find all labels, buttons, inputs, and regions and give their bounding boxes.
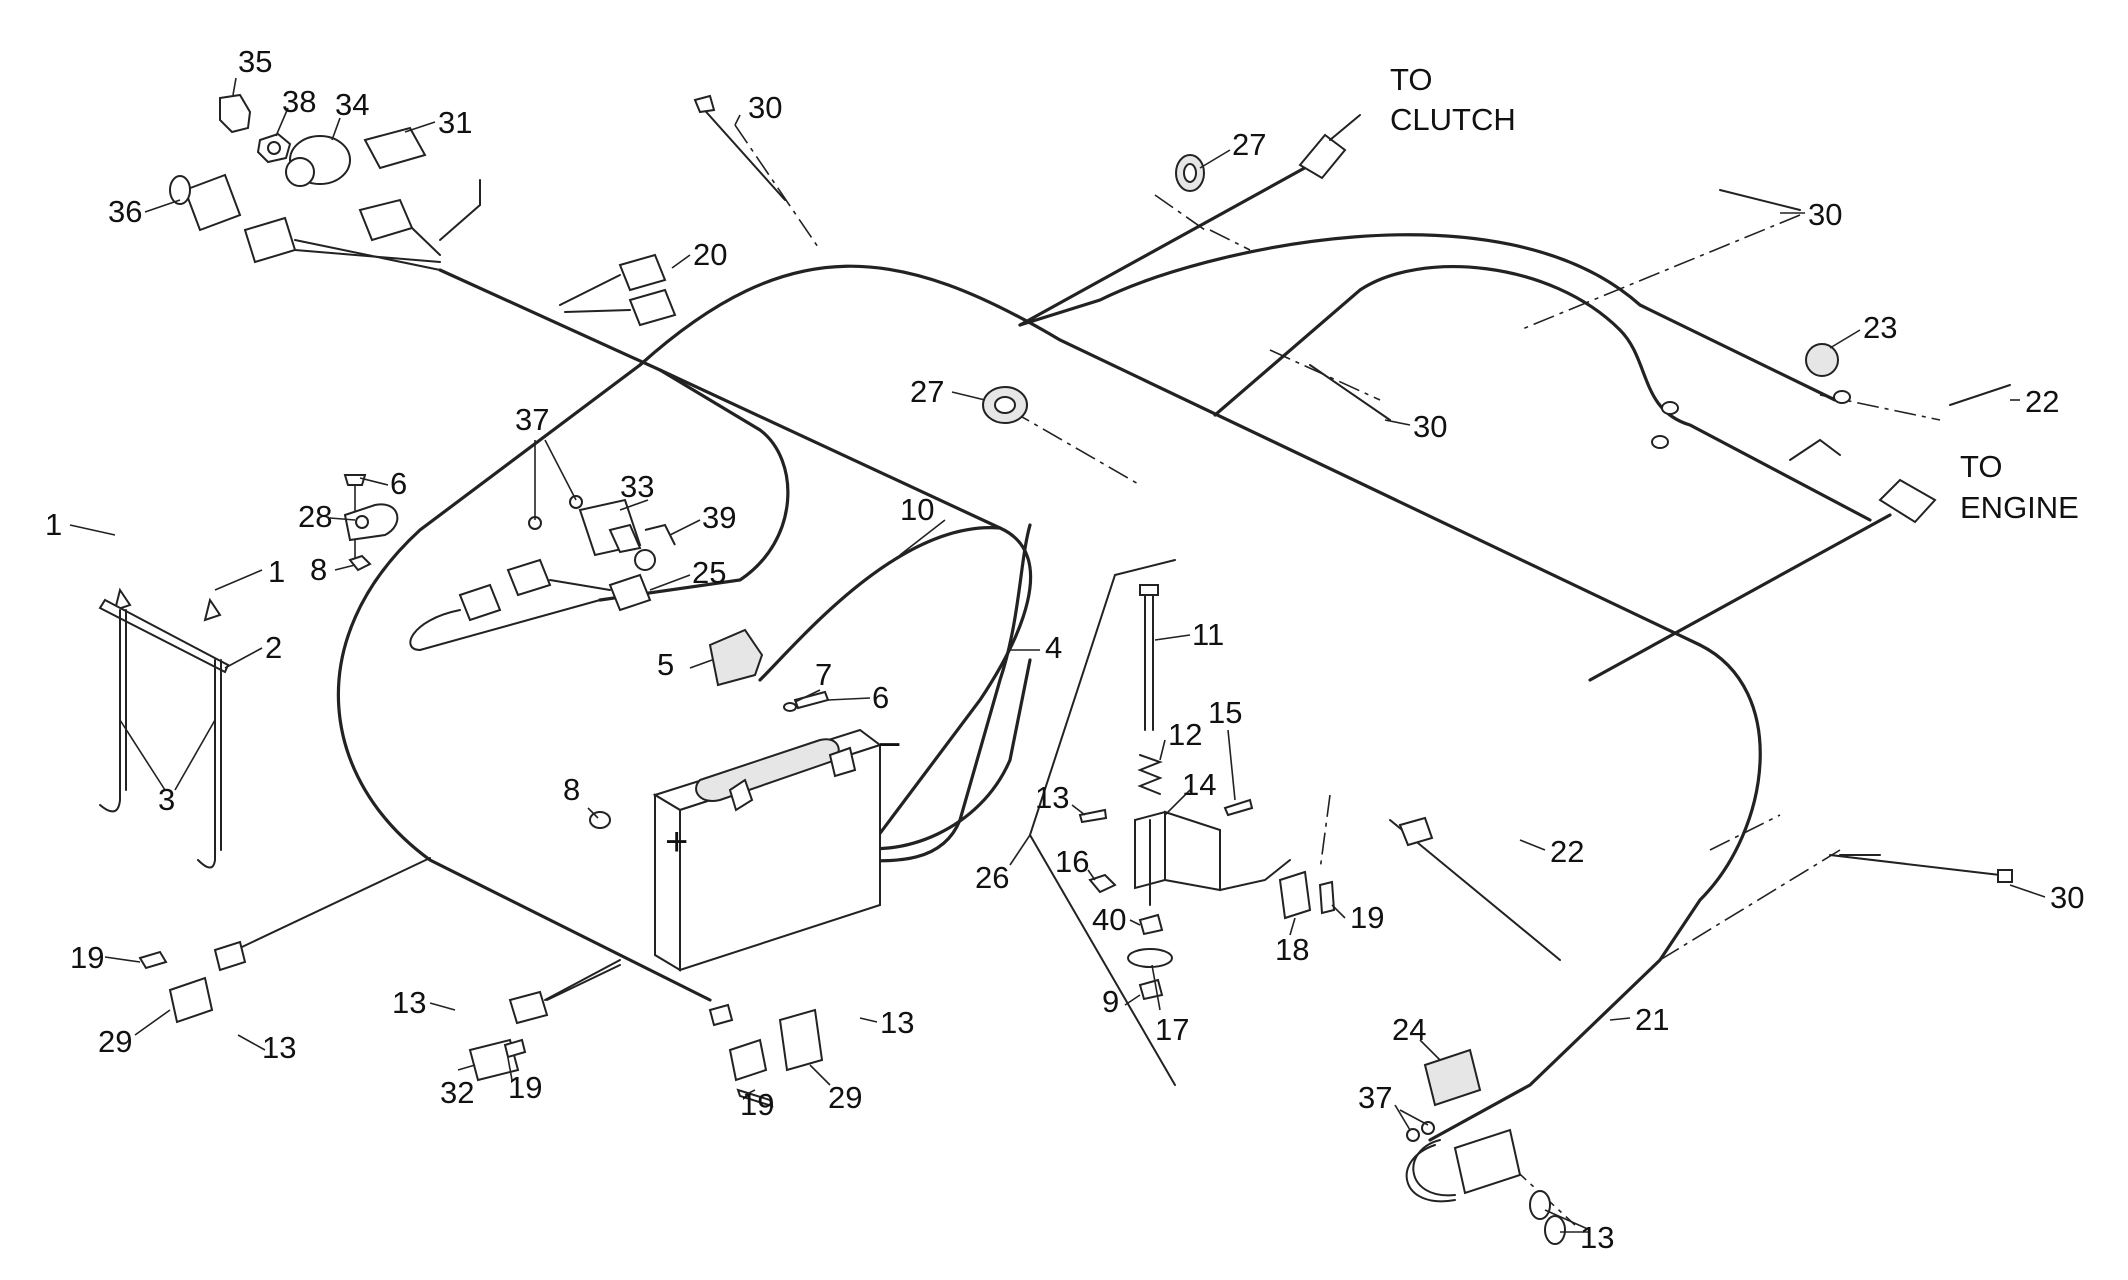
callout-37-b: 37 [1358,1080,1392,1115]
mounting-plate-outline [1028,559,1176,1086]
to-engine-label-line2: ENGINE [1960,490,2079,525]
callout-12: 12 [1168,717,1202,752]
callout-20: 20 [693,237,727,272]
callout-39: 39 [702,500,736,535]
callout-30-c: 30 [1413,409,1447,444]
to-clutch-label-line2: CLUTCH [1390,102,1516,137]
callout-34: 34 [335,87,369,122]
callout-19-d: 19 [740,1087,774,1122]
battery-negative-sign: − [878,723,901,767]
main-harness [224,163,1892,1142]
callout-1-a: 1 [45,507,62,542]
callout-18: 18 [1275,932,1309,967]
callout-19-b: 19 [70,940,104,975]
callout-30-b: 30 [1808,197,1842,232]
callout-5: 5 [657,647,674,682]
grommet-27-mid [982,386,1028,424]
callout-19-c: 19 [508,1070,542,1105]
callout-21: 21 [1635,1002,1669,1037]
callout-13-c: 13 [262,1030,296,1065]
callout-14: 14 [1182,767,1216,802]
callout-25: 25 [692,555,726,590]
clutch-connector [1298,114,1361,180]
stud-bracket-assembly [1078,584,1254,1001]
callout-13-e: 13 [880,1005,914,1040]
callout-31: 31 [438,105,472,140]
callout-numbers: 35 38 34 31 36 20 30 27 30 23 22 30 27 3… [45,44,2084,1255]
engine-connector [1651,343,1937,524]
callout-9: 9 [1102,984,1119,1019]
battery [589,628,883,972]
callout-19-a: 19 [1350,900,1384,935]
callout-28: 28 [298,499,332,534]
cable-ties [693,94,2013,883]
hold-down-rods [98,587,230,869]
callout-26: 26 [975,860,1009,895]
switch-24-assembly [1405,1048,1566,1245]
callout-16: 16 [1055,844,1089,879]
control-cluster [169,93,677,327]
to-clutch-label-line1: TO [1390,62,1433,97]
callout-leaders [69,77,2046,1233]
callout-13-a: 13 [1035,780,1069,815]
callout-3: 3 [158,782,175,817]
callout-36: 36 [108,194,142,229]
switch-18 [1219,816,1434,920]
callout-38: 38 [282,84,316,119]
callout-37-a: 37 [515,402,549,437]
callout-8-a: 8 [310,552,327,587]
callout-22-a: 22 [2025,384,2059,419]
callout-30-d: 30 [2050,880,2084,915]
callout-13-d: 13 [392,985,426,1020]
to-engine-label-line1: TO [1960,449,2003,484]
callout-35: 35 [238,44,272,79]
callout-22-b: 22 [1550,834,1584,869]
callout-24: 24 [1392,1012,1426,1047]
callout-8-b: 8 [563,772,580,807]
callout-4: 4 [1045,630,1062,665]
callout-6-b: 6 [872,680,889,715]
callout-27-a: 27 [1232,127,1266,162]
callout-17: 17 [1155,1012,1189,1047]
grommet-27-upper [1175,154,1205,192]
callout-6-a: 6 [390,466,407,501]
callout-15: 15 [1208,695,1242,730]
dashed-leaders [734,124,1941,1226]
callout-2: 2 [265,630,282,665]
callout-11: 11 [1192,617,1224,652]
callout-10: 10 [900,492,934,527]
callout-30-a: 30 [748,90,782,125]
clamp-assembly [343,474,399,572]
battery-positive-sign: + [665,820,688,864]
callout-40: 40 [1092,902,1126,937]
callout-33: 33 [620,469,654,504]
callout-27-b: 27 [910,374,944,409]
callout-32: 32 [440,1075,474,1110]
callout-29-a: 29 [98,1024,132,1059]
callout-23: 23 [1863,310,1897,345]
lower-switches [138,940,824,1108]
callout-7: 7 [815,657,832,692]
callout-29-b: 29 [828,1080,862,1115]
direction-labels: TO CLUTCH TO ENGINE + − [665,62,2079,864]
middle-module [409,495,676,651]
callout-13-b: 13 [1580,1220,1614,1255]
callout-1-b: 1 [268,554,285,589]
